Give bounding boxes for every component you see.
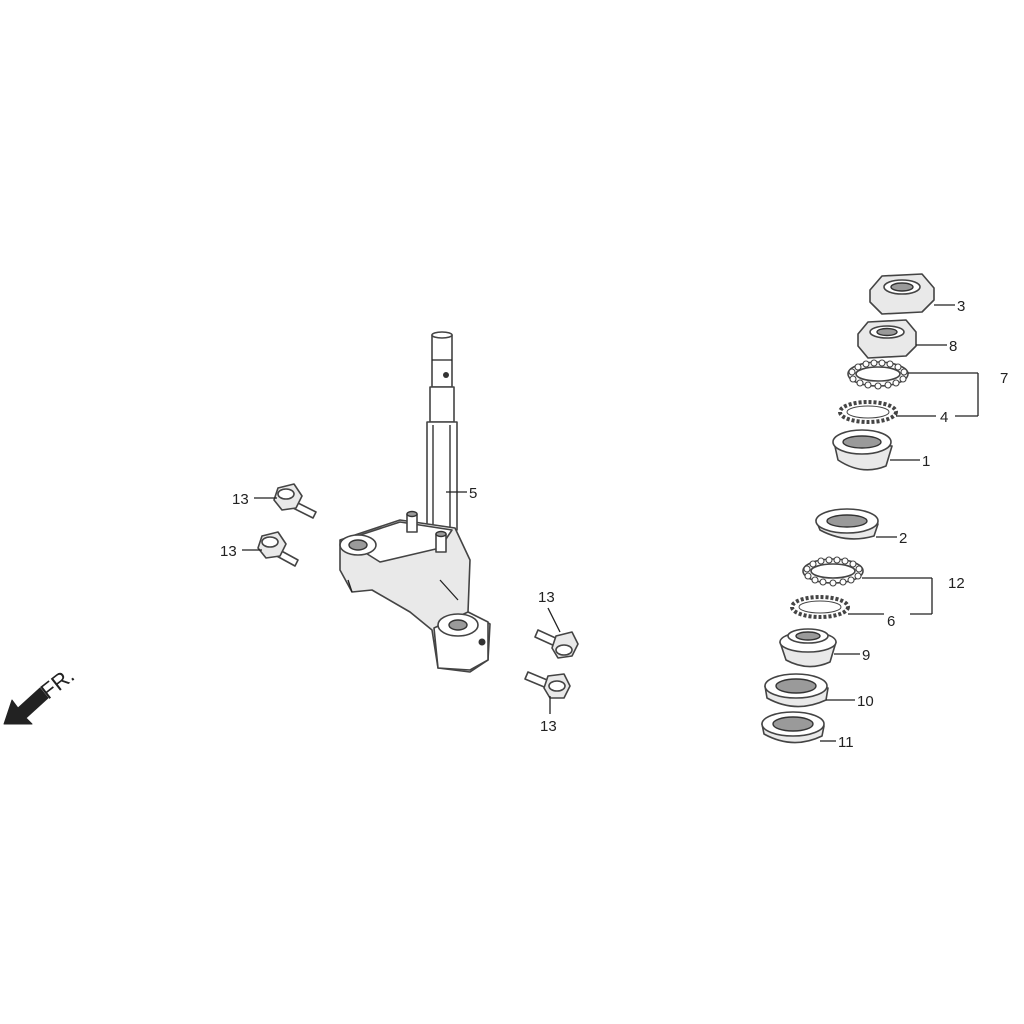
callout-2-label: 2	[899, 530, 907, 547]
dust-seal-part	[764, 673, 829, 708]
callout-7-label: 7	[1000, 370, 1008, 387]
callout-6: 6	[848, 613, 895, 630]
callout-12-bracket: 12	[862, 575, 965, 615]
callout-13-label: 13	[220, 543, 237, 560]
adjusting-nut-part	[857, 319, 917, 359]
callout-11-label: 11	[838, 734, 854, 751]
callout-7-bracket: 7	[908, 370, 1008, 417]
callout-3-label: 3	[957, 298, 965, 315]
callout-13-lower-right: 13	[540, 696, 557, 735]
upper-ball-race-part	[847, 359, 909, 390]
callout-13-label: 13	[538, 589, 555, 606]
bottom-cone-race-part	[815, 508, 879, 540]
top-cone-race-part	[832, 429, 893, 471]
callout-1: 1	[890, 453, 930, 470]
steering-stem-part	[339, 331, 491, 673]
front-direction-indicator: FR.	[3, 662, 79, 725]
callout-13-lower-left: 13	[220, 543, 262, 560]
lower-ball-retainer-part	[790, 595, 850, 619]
callout-1-label: 1	[922, 453, 930, 470]
callout-4-label: 4	[940, 409, 948, 426]
ball-retainer-part	[838, 400, 898, 424]
washer-part	[761, 711, 825, 744]
callout-5: 5	[446, 485, 477, 502]
callout-12-label: 12	[948, 575, 965, 592]
arrow-down-left-icon	[3, 687, 49, 725]
lower-cone-part	[779, 628, 837, 668]
bolt-part-upper-left	[273, 483, 317, 519]
callout-13-upper-right: 13	[538, 589, 561, 633]
callout-8-label: 8	[949, 338, 957, 355]
callout-13-upper-left: 13	[232, 491, 277, 508]
callout-11: 11	[820, 734, 854, 751]
bolt-part-lower-right	[524, 671, 571, 699]
callout-13-label: 13	[232, 491, 249, 508]
lock-nut-part	[869, 273, 935, 315]
callout-13-label: 13	[540, 718, 557, 735]
callout-9: 9	[834, 647, 870, 664]
callout-10-label: 10	[857, 693, 874, 710]
ball-ring-lower	[803, 556, 863, 587]
lower-ball-race-part	[802, 556, 864, 587]
callout-6-label: 6	[887, 613, 895, 630]
ball-ring-upper	[848, 359, 908, 390]
bolt-part-lower-left	[257, 531, 299, 567]
callout-8: 8	[916, 338, 957, 355]
callout-9-label: 9	[862, 647, 870, 664]
callout-5-label: 5	[469, 485, 477, 502]
callout-2: 2	[876, 530, 907, 547]
bolt-part-upper-right	[534, 629, 579, 659]
callout-10: 10	[826, 693, 874, 710]
callout-3: 3	[934, 298, 965, 315]
callout-4: 4	[896, 409, 948, 426]
